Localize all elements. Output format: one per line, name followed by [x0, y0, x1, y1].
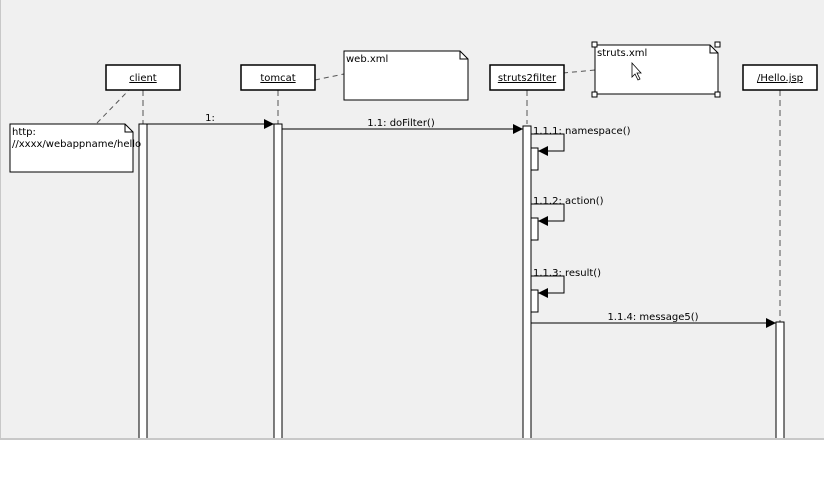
lifeline-tomcat-label: tomcat: [260, 73, 295, 84]
message-1-label: 1:: [205, 113, 215, 124]
message-1-1-2-label: 1.1.2: action(): [533, 196, 604, 207]
activation-result[interactable]: [530, 289, 539, 313]
activation-tomcat[interactable]: [273, 123, 283, 445]
message-1-1-3-arrow[interactable]: [531, 275, 565, 298]
message-1-1-4-label: 1.1.4: message5(): [607, 312, 698, 323]
lifeline-hello-jsp-box[interactable]: [742, 64, 818, 91]
lifeline-tomcat-box[interactable]: [240, 64, 316, 91]
message-1-1-2-arrow[interactable]: [531, 203, 565, 226]
note-connector-struts-xml: [562, 69, 596, 74]
message-1-1-1-arrow[interactable]: [531, 133, 565, 156]
note-connector-web-xml: [314, 73, 345, 81]
note-struts-xml-fold: [709, 45, 718, 54]
activation-action[interactable]: [530, 217, 539, 241]
lifeline-client-label: client: [129, 73, 157, 84]
diagram-canvas[interactable]: client tomcat struts2filter /Hello.jsp h…: [0, 0, 824, 445]
mouse-cursor-icon: [631, 61, 642, 81]
bottom-blank-area: [0, 440, 824, 480]
activation-client[interactable]: [138, 123, 148, 445]
note-struts-xml[interactable]: [594, 44, 719, 95]
note-web-xml[interactable]: [343, 50, 469, 101]
lifeline-struts2filter-box[interactable]: [489, 64, 565, 91]
note-web-xml-label: web.xml: [346, 54, 388, 65]
activation-struts2filter[interactable]: [522, 125, 532, 445]
sequence-diagram: client tomcat struts2filter /Hello.jsp h…: [1, 41, 824, 445]
note-url-line2: //xxxx/webappname/hello: [12, 139, 141, 150]
lifeline-hello-jsp-label: /Hello.jsp: [757, 73, 803, 84]
lifeline-client-box[interactable]: [105, 64, 181, 91]
note-url-fold: [124, 124, 133, 133]
note-connector-url: [96, 89, 130, 124]
selection-handles[interactable]: [591, 41, 721, 98]
activation-namespace[interactable]: [530, 147, 539, 171]
note-url-line1: http:: [12, 127, 36, 138]
message-1-1-1-label: 1.1.1: namespace(): [533, 126, 631, 137]
note-web-xml-fold: [459, 51, 468, 60]
note-url[interactable]: [9, 123, 134, 173]
lifeline-struts2filter-label: struts2filter: [498, 73, 557, 84]
note-struts-xml-label: struts.xml: [597, 48, 647, 59]
message-1-1-3-label: 1.1.3: result(): [533, 268, 601, 279]
message-1-1-label: 1.1: doFilter(): [367, 118, 435, 129]
activation-hello-jsp[interactable]: [775, 321, 785, 445]
